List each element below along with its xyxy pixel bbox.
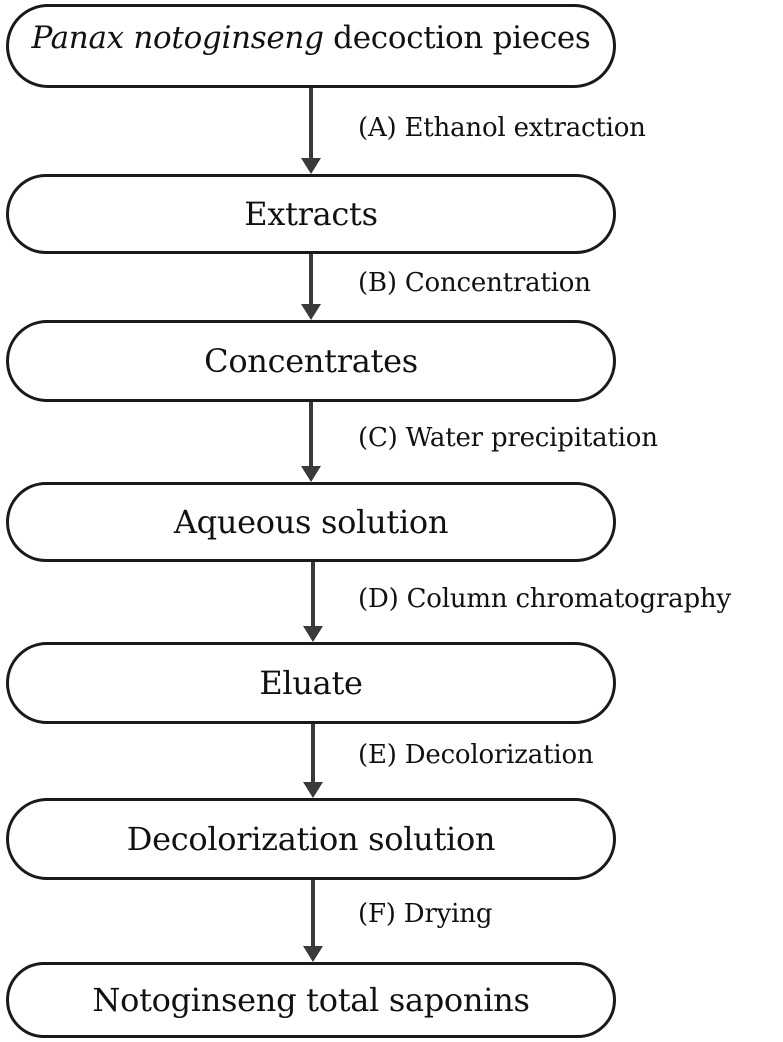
node-label: Decolorization solution — [126, 820, 496, 858]
node-label: Notoginseng total saponins — [92, 981, 530, 1019]
node-label: Concentrates — [204, 342, 418, 380]
step-label-d: (D) Column chromatography — [358, 584, 731, 614]
node-label-italic: Panax notoginseng — [31, 20, 324, 56]
arrow-a — [301, 88, 321, 174]
arrow-e — [303, 724, 323, 798]
node-label-rest: decoction pieces — [323, 20, 591, 56]
node-extracts: Extracts — [6, 174, 616, 254]
node-label: Eluate — [259, 664, 363, 702]
node-eluate: Eluate — [6, 642, 616, 724]
step-label-c: (C) Water precipitation — [358, 423, 658, 453]
node-aqueous-solution: Aqueous solution — [6, 482, 616, 562]
node-concentrates: Concentrates — [6, 320, 616, 402]
node-label: Panax notoginseng decoction pieces — [31, 17, 590, 59]
arrow-d — [303, 562, 323, 642]
step-label-b: (B) Concentration — [358, 268, 591, 298]
node-label: Aqueous solution — [173, 503, 449, 541]
arrow-f — [303, 880, 323, 962]
step-label-f: (F) Drying — [358, 899, 493, 929]
step-label-a: (A) Ethanol extraction — [358, 113, 646, 143]
node-label: Extracts — [244, 195, 378, 233]
node-panax-notoginseng-pieces: Panax notoginseng decoction pieces — [6, 4, 616, 88]
step-label-e: (E) Decolorization — [358, 740, 594, 770]
node-notoginseng-total-saponins: Notoginseng total saponins — [6, 962, 616, 1038]
arrow-c — [301, 402, 321, 482]
arrow-b — [301, 254, 321, 320]
node-decolorization-solution: Decolorization solution — [6, 798, 616, 880]
